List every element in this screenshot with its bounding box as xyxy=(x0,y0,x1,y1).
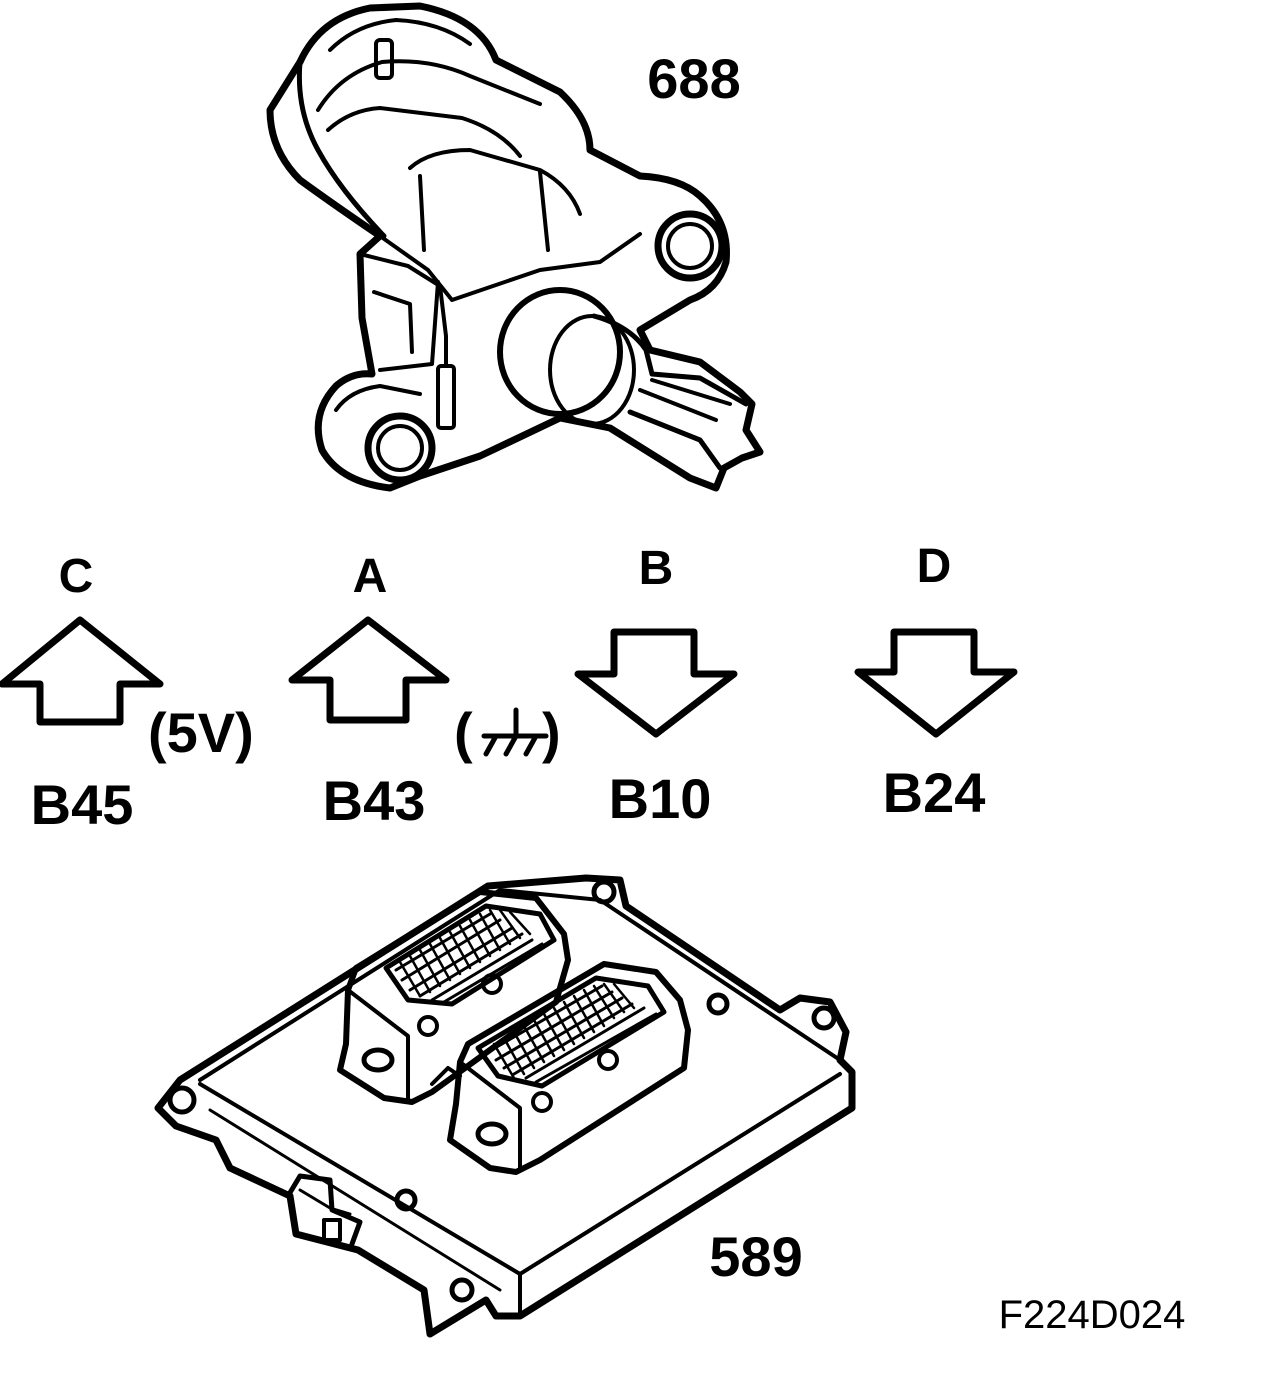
pressure-sensor-drawing xyxy=(266,2,764,492)
sensor-id-label: 688 xyxy=(647,47,740,110)
down-arrow-icon xyxy=(854,628,1018,738)
pin-label-c: C xyxy=(59,550,94,603)
pin-label-d: D xyxy=(917,540,952,593)
up-arrow-icon xyxy=(288,616,450,724)
down-arrow-icon xyxy=(574,628,738,738)
terminal-label-b24: B24 xyxy=(883,761,986,824)
terminal-label-b10: B10 xyxy=(609,767,712,830)
pin-label-b: B xyxy=(639,542,674,595)
ground-symbol-icon xyxy=(481,707,549,757)
control-unit-id-label: 589 xyxy=(709,1225,802,1288)
control-unit-drawing xyxy=(154,874,856,1338)
terminal-label-b43: B43 xyxy=(323,769,426,832)
pin-label-a: A xyxy=(353,550,388,603)
voltage-note: (5V) xyxy=(148,701,254,764)
up-arrow-icon xyxy=(0,616,164,726)
ground-note-close: ) xyxy=(542,701,561,764)
terminal-label-b45: B45 xyxy=(31,773,134,836)
ground-note-open: ( xyxy=(454,701,473,764)
figure-code: F224D024 xyxy=(999,1293,1186,1337)
